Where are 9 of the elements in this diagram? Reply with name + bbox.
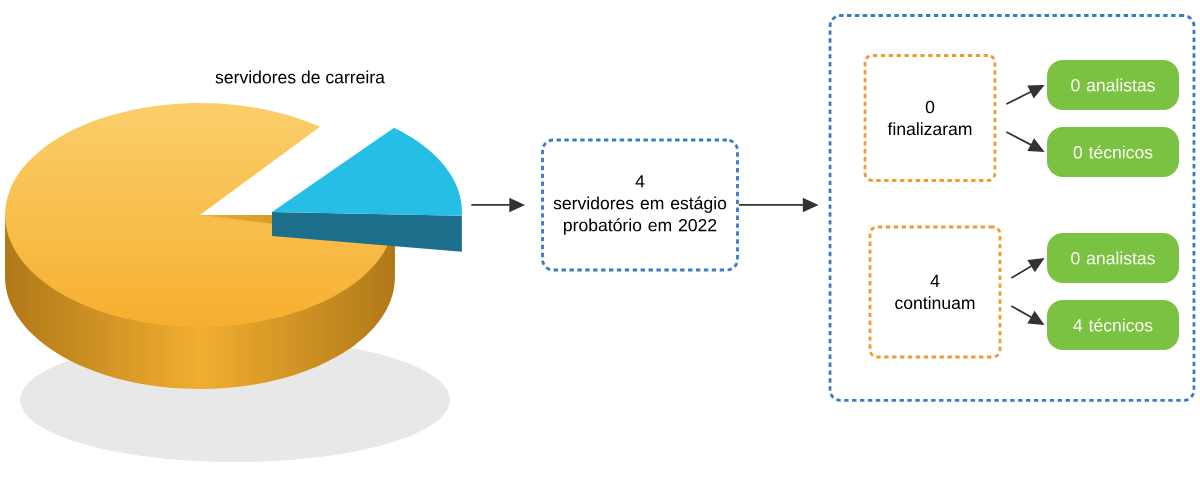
dashed-box: 4 continuam xyxy=(868,225,1002,359)
pie-chart-drawing xyxy=(5,103,462,462)
result-box: 0 técnicos xyxy=(1047,127,1179,177)
dashed-box: 0 finalizaram xyxy=(863,54,997,182)
result-box: 0 analistas xyxy=(1047,60,1179,110)
dashed-box: 4 servidores em estágio probatório em 2022 xyxy=(541,138,739,272)
pie-label: servidores de carreira xyxy=(215,70,385,84)
result-box: 0 analistas xyxy=(1047,233,1179,283)
result-box: 4 técnicos xyxy=(1047,300,1179,350)
